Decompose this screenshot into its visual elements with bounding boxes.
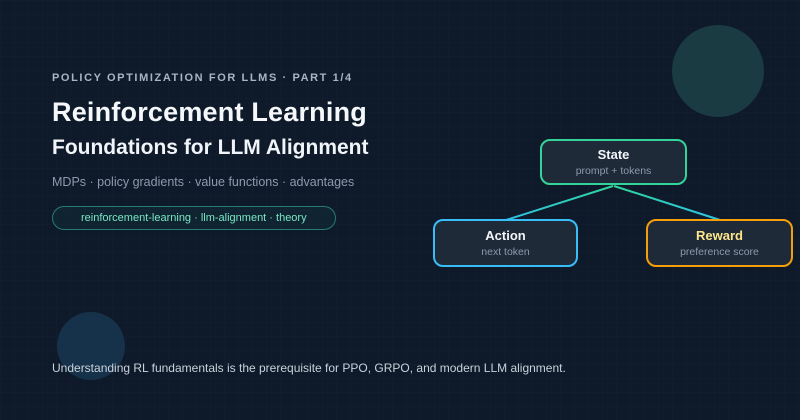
edge-state-reward xyxy=(613,185,721,221)
node-reward-sublabel: preference score xyxy=(680,246,759,258)
node-reward-label: Reward xyxy=(696,228,743,243)
tag-pill: reinforcement-learning · llm-alignment ·… xyxy=(52,206,336,230)
page-subtitle: Foundations for LLM Alignment xyxy=(52,136,369,159)
footer-note: Understanding RL fundamentals is the pre… xyxy=(52,361,566,375)
node-state-sublabel: prompt + tokens xyxy=(575,165,652,177)
kicker-text: POLICY OPTIMIZATION FOR LLMS · PART 1/4 xyxy=(52,72,353,84)
edge-state-action xyxy=(505,185,614,221)
hero-block: POLICY OPTIMIZATION FOR LLMS · PART 1/4 … xyxy=(52,72,482,230)
decor-circle-bottom-left xyxy=(57,312,125,380)
diagram-node-state: State prompt + tokens xyxy=(540,139,687,185)
decor-circle-top-right xyxy=(672,25,764,117)
node-state-label: State xyxy=(597,147,630,162)
topics-line: MDPs · policy gradients · value function… xyxy=(52,175,355,189)
node-action-sublabel: next token xyxy=(481,246,530,258)
diagram-node-action: Action next token xyxy=(433,219,578,267)
diagram-node-reward: Reward preference score xyxy=(646,219,793,267)
node-action-label: Action xyxy=(485,228,526,243)
page-title: Reinforcement Learning xyxy=(52,97,367,127)
